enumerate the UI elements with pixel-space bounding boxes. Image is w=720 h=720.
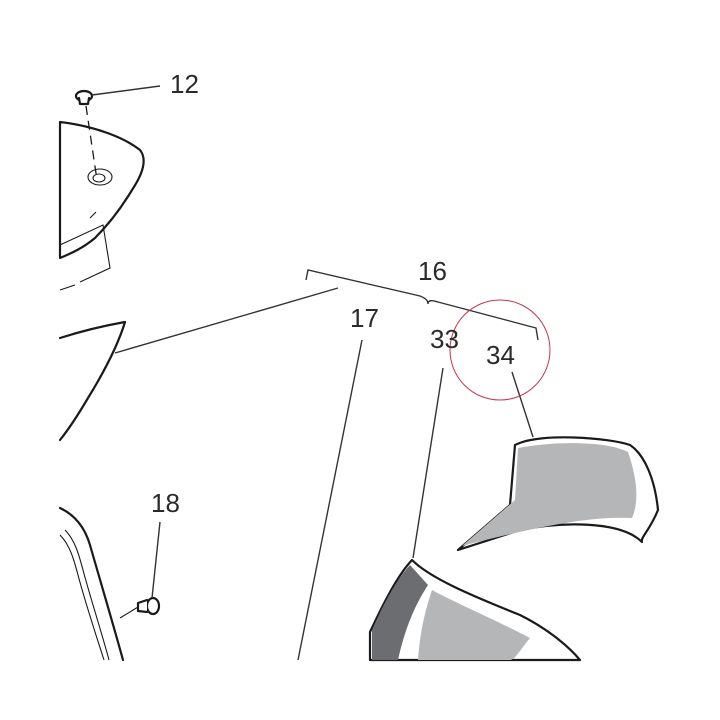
- leader-17-upper: [114, 287, 339, 354]
- screw-18: [119, 596, 161, 619]
- panel-33: [368, 558, 582, 662]
- leader-12: [91, 85, 161, 96]
- screw-12: [74, 89, 98, 181]
- callout-34: 34: [486, 340, 515, 370]
- lower-left-panel: [58, 506, 125, 662]
- deflector-34: [456, 436, 660, 552]
- leader-33: [412, 367, 444, 559]
- callout-33: 33: [430, 324, 459, 354]
- callout-17: 17: [350, 303, 379, 333]
- upper-fairing-panel: [58, 120, 145, 291]
- bracket-16: [305, 269, 539, 341]
- callout-16: 16: [418, 256, 447, 286]
- leader-17-lower: [297, 339, 363, 661]
- callout-12: 12: [170, 69, 199, 99]
- leader-34: [511, 371, 534, 438]
- highlight-circle: [449, 299, 551, 401]
- callout-18: 18: [151, 488, 180, 518]
- left-side-fairing: [58, 320, 127, 442]
- leader-18: [151, 521, 161, 599]
